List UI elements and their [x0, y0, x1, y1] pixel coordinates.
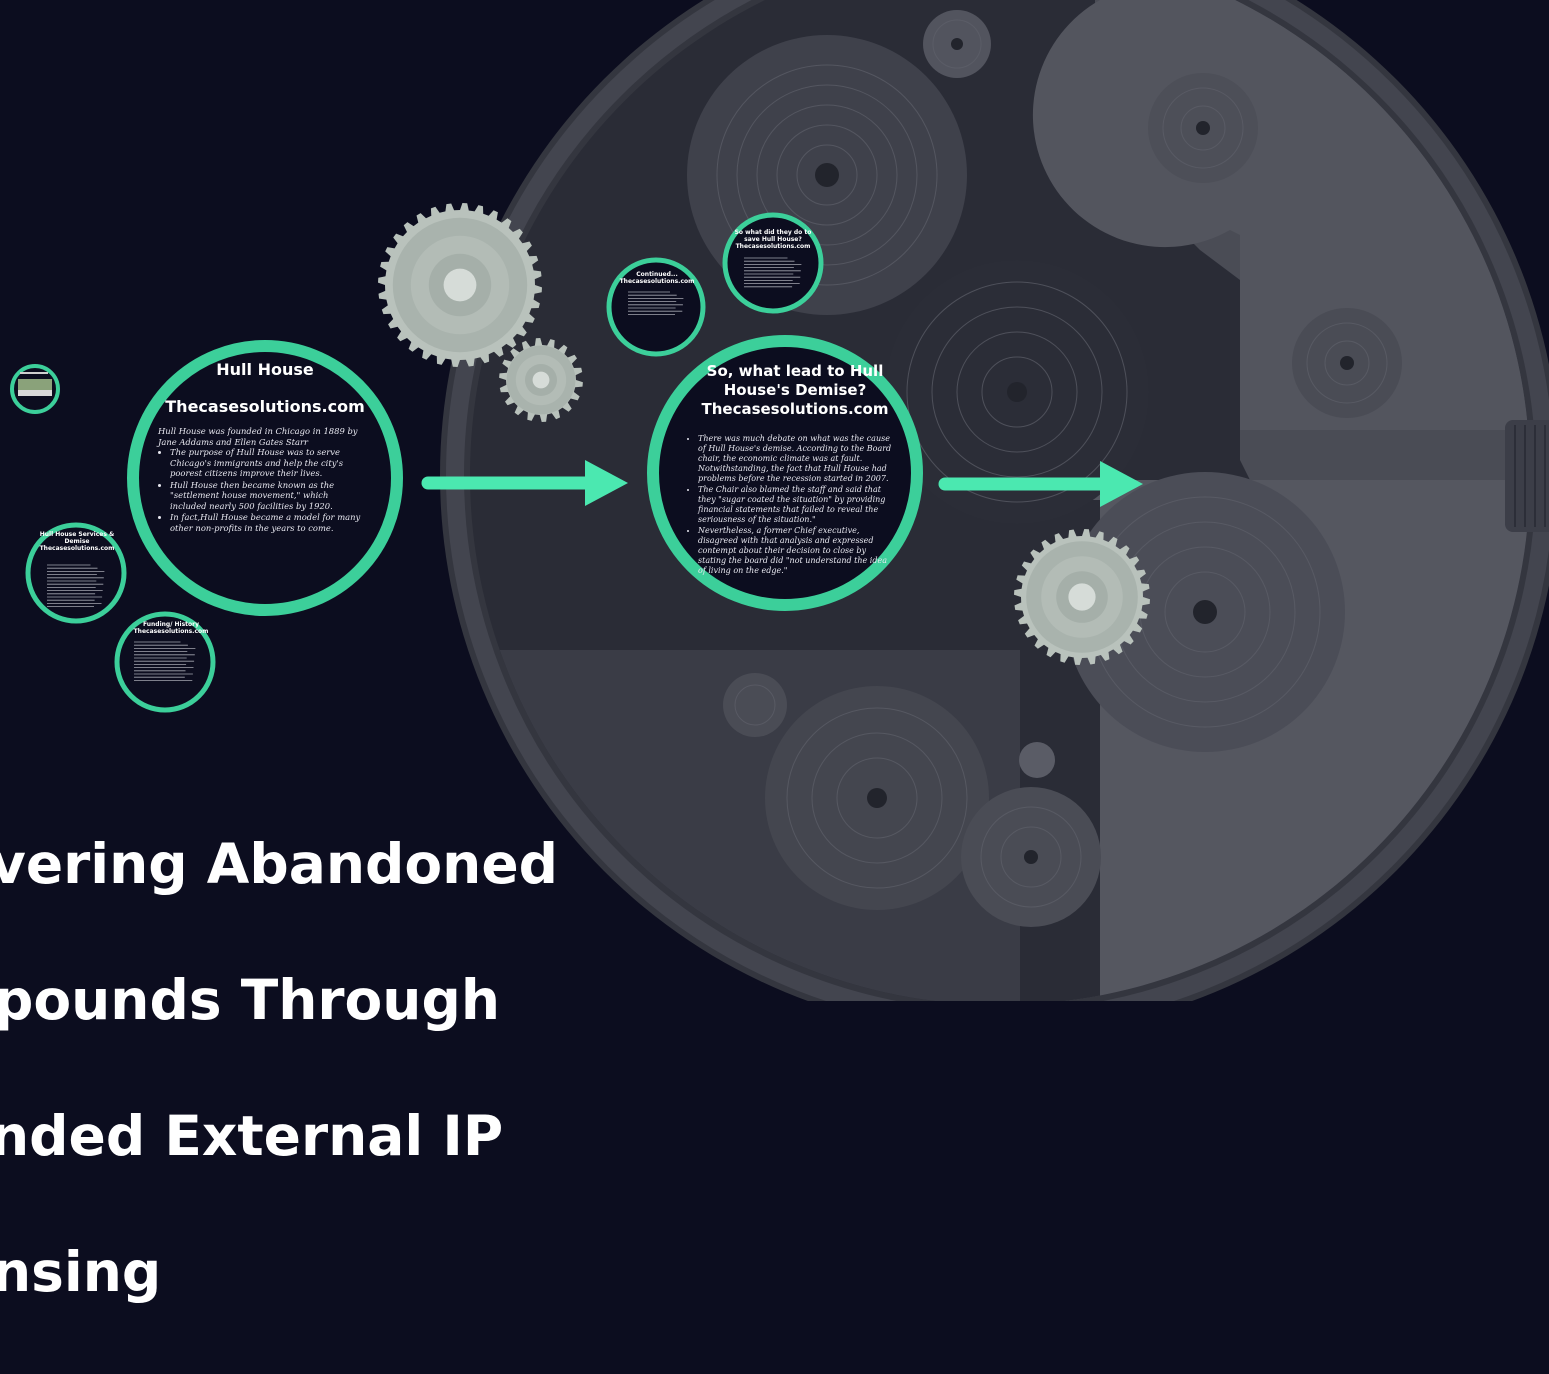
- hull-house-body: Hull House was founded in Chicago in 188…: [158, 426, 363, 534]
- gear-small: [499, 338, 583, 422]
- list-item: There was much debate on what was the ca…: [698, 434, 893, 484]
- funding-title: Funding/ History Thecasesolutions.com: [133, 621, 209, 636]
- presentation-canvas: [10, 0, 1549, 1001]
- ring-demise: [647, 335, 923, 611]
- ring-funding: [114, 611, 216, 713]
- demise-title: So, what lead to Hull House's Demise? Th…: [701, 362, 889, 418]
- thumbnail-image: [18, 372, 52, 396]
- machine-background: [440, 0, 1549, 1001]
- node-demise[interactable]: [653, 341, 917, 605]
- decorative-gears: [378, 203, 1150, 665]
- gear-large: [378, 203, 542, 367]
- node-hull-house[interactable]: [133, 346, 397, 610]
- hull-house-title: Hull House Thecasesolutions.com: [140, 360, 390, 417]
- node-thumbnail[interactable]: [12, 366, 58, 412]
- list-item: Hull House then became known as the "set…: [170, 480, 363, 512]
- node-what-did[interactable]: [725, 215, 821, 311]
- hull-house-title-line2: Thecasesolutions.com: [165, 397, 365, 416]
- hull-house-bullets: The purpose of Hull House was to serve C…: [158, 447, 363, 533]
- node-services[interactable]: [28, 525, 124, 621]
- what-did-title: So what did they do to save Hull House? …: [734, 229, 812, 251]
- services-title: Hull House Services & Demise Thecasesolu…: [39, 531, 115, 553]
- demise-bullets: There was much debate on what was the ca…: [688, 434, 893, 576]
- ring-continued: [606, 257, 706, 357]
- list-item: Nevertheless, a former Chief executive, …: [698, 526, 893, 576]
- title-line: pounds Through: [0, 968, 500, 1032]
- list-item: The purpose of Hull House was to serve C…: [170, 447, 363, 479]
- list-item: In fact,Hull House became a model for ma…: [170, 512, 363, 533]
- node-continued[interactable]: [609, 260, 703, 354]
- arrow-to-demise: [421, 460, 628, 506]
- arrow-to-next: [938, 461, 1143, 507]
- gear-right: [1014, 529, 1150, 665]
- title-line: nsing: [0, 1240, 162, 1304]
- title-line: vering Abandoned: [0, 832, 558, 896]
- mini-slide-text-lines: [47, 257, 802, 681]
- demise-body: There was much debate on what was the ca…: [688, 434, 893, 577]
- hull-house-title-line1: Hull House: [216, 360, 314, 379]
- ring-hull-house: [127, 340, 403, 616]
- list-item: The Chair also blamed the staff and said…: [698, 485, 893, 525]
- title-line: nded External IP: [0, 1104, 504, 1168]
- presentation-title: vering Abandoned pounds Through nded Ext…: [0, 762, 580, 1374]
- continued-title: Continued... Thecasesolutions.com: [619, 271, 695, 286]
- hull-house-intro: Hull House was founded in Chicago in 188…: [158, 426, 358, 447]
- node-funding[interactable]: [117, 614, 213, 710]
